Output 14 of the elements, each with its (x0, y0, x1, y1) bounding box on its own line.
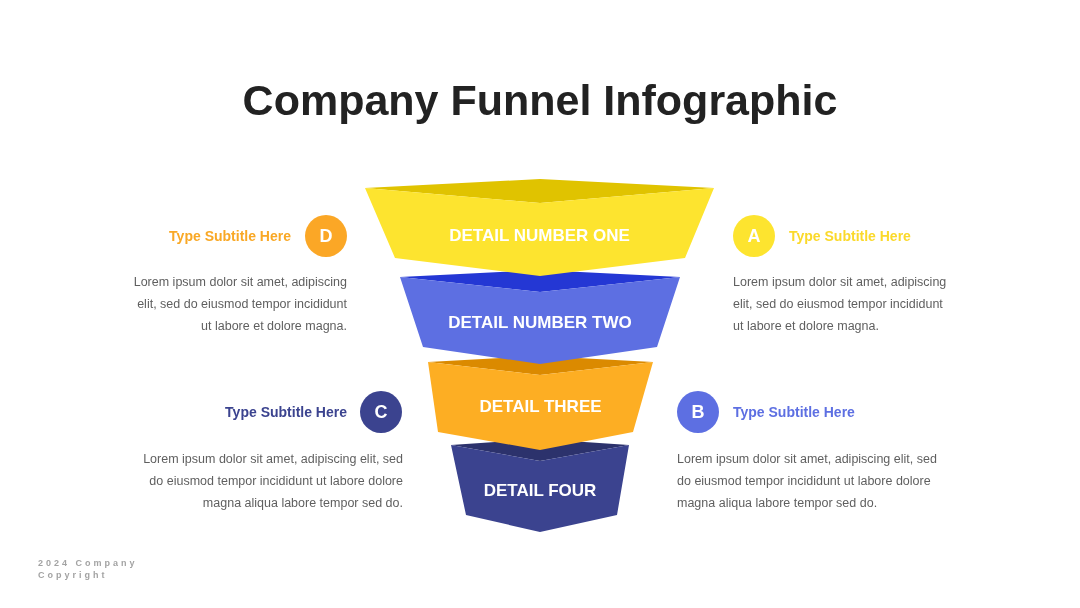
stage-label: DETAIL NUMBER ONE (449, 225, 630, 247)
stage-label: DETAIL THREE (479, 396, 602, 418)
subtitle: Type Subtitle Here (733, 403, 855, 422)
stage-label: DETAIL NUMBER TWO (448, 312, 632, 334)
title: Company Funnel Infographic (242, 75, 838, 126)
footer-note: 2024 Company Copyright (38, 557, 139, 581)
subtitle: Type Subtitle Here (169, 227, 291, 246)
subtitle: Type Subtitle Here (225, 403, 347, 422)
stage-label: DETAIL FOUR (483, 480, 597, 502)
description: Lorem ipsum dolor sit amet, adipiscing elit, sed do eiusmod tempor incididunt ut labore et dolore magna. (733, 274, 948, 335)
subtitle: Type Subtitle Here (789, 227, 911, 246)
description: Lorem ipsum dolor sit amet, adipiscing elit, sed do eiusmod tempor incididunt ut labore dolore magna aliqua labore tempor sed do. (677, 451, 938, 512)
description: Lorem ipsum dolor sit amet, adipiscing elit, sed do eiusmod tempor incididunt ut labore dolore magna aliqua labore tempor sed do. (142, 451, 403, 512)
description: Lorem ipsum dolor sit amet, adipiscing elit, sed do eiusmod tempor incididunt ut labore et dolore magna. (132, 274, 347, 335)
